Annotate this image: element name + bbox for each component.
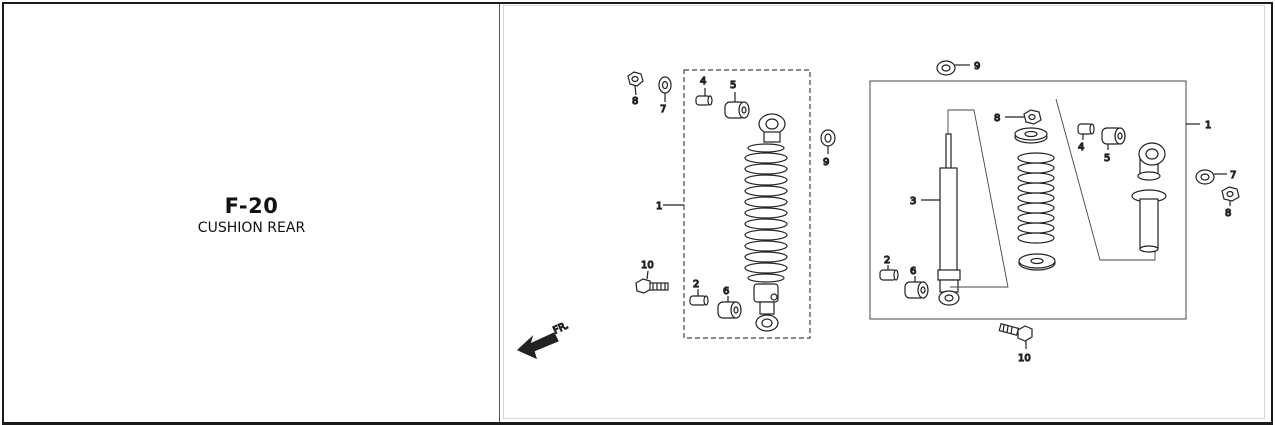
washer-icon <box>820 129 836 147</box>
rubber-bush-icon <box>717 301 742 319</box>
spring-seat-icon <box>1014 127 1048 144</box>
callout-5-left: 5 <box>730 80 736 91</box>
callout-5-right: 5 <box>1104 153 1110 164</box>
callout-2-right: 2 <box>884 255 890 266</box>
callout-6-right: 6 <box>910 266 916 277</box>
rubber-bush-icon <box>904 281 929 299</box>
washer-icon <box>936 60 956 76</box>
diagram-panel: FR. 8 7 4 <box>500 4 1269 422</box>
title-panel: F-20 CUSHION REAR <box>4 4 499 422</box>
callout-9-right: 9 <box>974 61 980 72</box>
upper-mount-eye-icon <box>1137 142 1166 181</box>
panel-divider <box>499 4 500 422</box>
nut-icon <box>1221 186 1240 202</box>
callout-1-right: 1 <box>1205 120 1211 131</box>
diagram-border <box>503 5 1265 419</box>
exploded-parts-diagram: FR. 8 7 4 <box>516 60 1240 365</box>
nut-icon <box>1023 109 1042 125</box>
right-assembly-box <box>869 80 1187 320</box>
section-code: F-20 <box>224 194 279 218</box>
damper-rod-icon <box>937 133 961 306</box>
direction-label: FR. <box>552 320 571 337</box>
coil-spring-icon <box>1017 152 1055 244</box>
callout-6-left: 6 <box>723 286 729 297</box>
rear-shock-absorber-icon <box>744 113 788 332</box>
callout-8-left: 8 <box>632 96 638 107</box>
callout-2-left: 2 <box>693 279 699 290</box>
rubber-bush-icon <box>1101 127 1126 145</box>
callout-7-left: 7 <box>660 104 666 115</box>
flange-bolt-icon <box>998 323 1033 342</box>
collar-icon <box>689 295 709 306</box>
callout-1-left: 1 <box>656 201 662 212</box>
section-name: CUSHION REAR <box>197 220 306 236</box>
callout-10-right: 10 <box>1018 353 1031 364</box>
washer-icon <box>1195 169 1215 185</box>
front-direction-arrow-icon <box>516 332 559 360</box>
nut-icon <box>627 71 644 87</box>
callout-4-left: 4 <box>700 76 706 87</box>
collar-icon <box>879 269 899 281</box>
rubber-bush-icon <box>724 101 750 119</box>
callout-8-right: 8 <box>1225 208 1231 219</box>
callout-8-right-top: 8 <box>994 113 1000 124</box>
callout-4-right: 4 <box>1078 142 1084 153</box>
callout-9-left: 9 <box>823 157 829 168</box>
washer-icon <box>658 76 672 94</box>
callout-7-right: 7 <box>1230 170 1236 181</box>
callout-10-left: 10 <box>641 260 654 271</box>
callout-3-right: 3 <box>910 196 916 207</box>
flange-bolt-icon <box>635 278 669 294</box>
left-assembly-box <box>683 69 811 339</box>
collar-icon <box>695 95 713 106</box>
spring-seat-icon <box>1018 253 1056 271</box>
dust-cover-icon <box>1131 189 1167 253</box>
collar-icon <box>1077 123 1095 135</box>
